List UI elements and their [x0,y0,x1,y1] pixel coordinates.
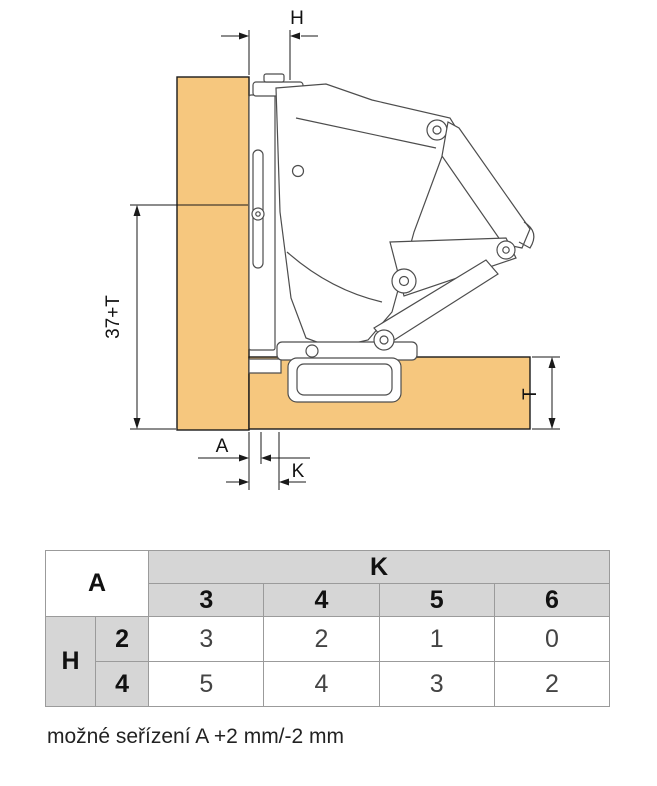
hinge-technical-drawing: H 37+T T [103,8,560,490]
dimension-t: T [520,356,560,430]
dimension-k: K [226,432,306,490]
hinge-lever [441,121,535,249]
dim-label-h: H [290,8,304,29]
table-cell: 4 [263,661,380,707]
hinge-cup [276,329,418,403]
hinge-assembly [248,73,535,403]
table-cell: 2 [263,616,380,662]
dim-label-k: K [292,461,305,482]
table-k-column: 4 [263,583,380,617]
dim-label-a: A [216,436,229,457]
table-cell: 3 [148,616,265,662]
dim-label-37t: 37+T [103,295,124,339]
table-row-label: 2 [95,616,150,662]
dimension-a: A [198,432,310,490]
dimension-37t: 37+T [103,204,248,430]
table-k-column: 5 [378,583,495,617]
table-cell: 0 [493,616,611,662]
hinge-links [373,237,517,345]
dimension-annotations: H 37+T T [103,8,560,490]
table-row-label: 4 [95,661,150,707]
table-k-column: 3 [148,583,265,617]
table-cell: 1 [378,616,495,662]
table-corner-label: A [44,550,150,617]
table-cell: 5 [148,661,265,707]
table-cell: 2 [493,661,611,707]
panel-recess [248,358,282,374]
dim-label-t: T [520,388,541,400]
table-h-group-label: H [44,616,97,707]
vertical-panel [176,76,250,431]
mounting-plate [248,73,304,351]
table-k-column: 6 [493,583,611,617]
table-cell: 3 [378,661,495,707]
table-k-header: K [148,550,610,584]
hinge-arm [275,83,459,349]
adjustment-table: A K 3 4 5 6 H 2 3 2 1 0 4 5 4 3 [44,550,611,707]
dimension-h: H [221,8,318,80]
adjustment-note: možné seřízení A +2 mm/-2 mm [47,725,345,748]
